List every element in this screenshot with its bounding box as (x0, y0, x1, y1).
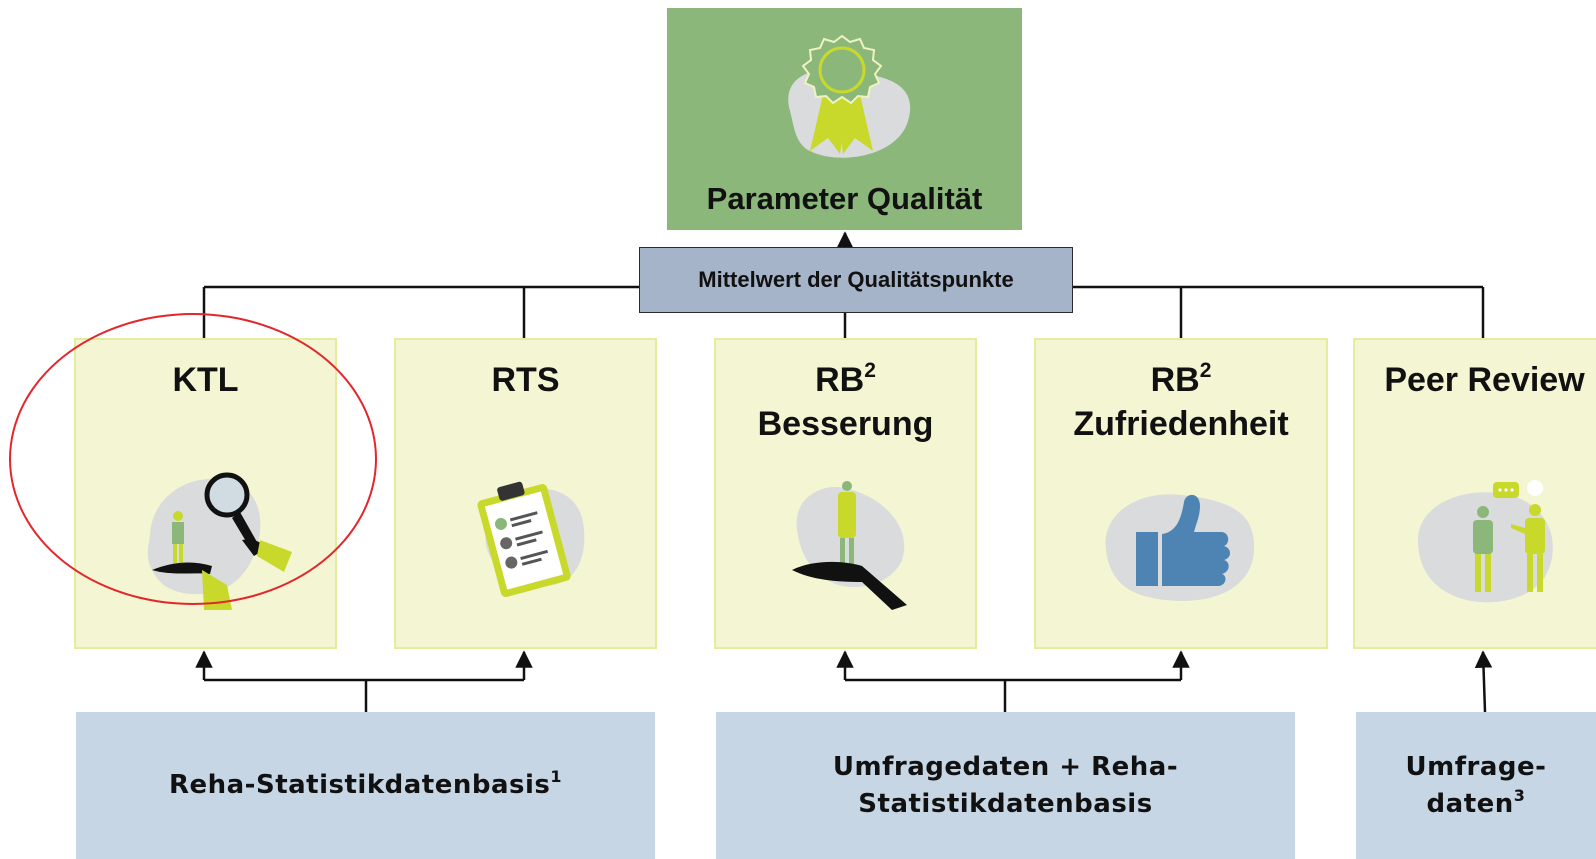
aggregation-box: Mittelwert der Qualitätspunkte (639, 247, 1073, 313)
award-rosette-icon (788, 34, 911, 158)
people-talking-icon (1418, 480, 1553, 603)
clipboard-checklist-icon (477, 481, 585, 598)
category-title: Peer Review (1384, 361, 1585, 399)
source-box-reha-statistics: Reha-Statistikdatenbasis1 (76, 712, 655, 859)
category-card-peer-review: Peer Review (1353, 338, 1596, 649)
category-title: RTS (491, 361, 560, 399)
category-card-rts: RTS (394, 338, 657, 649)
source-box-survey: Umfrage-daten3 (1356, 712, 1596, 859)
source-box-survey-and-reha: Umfragedaten + Reha-Statistikdatenbasis (716, 712, 1295, 859)
thumbs-up-icon (1105, 494, 1255, 601)
highlight-ring (9, 313, 377, 605)
quality-parameter-box: Parameter Qualität (667, 8, 1022, 230)
quality-parameter-title: Parameter Qualität (706, 181, 983, 216)
person-on-hand-icon (792, 481, 907, 610)
